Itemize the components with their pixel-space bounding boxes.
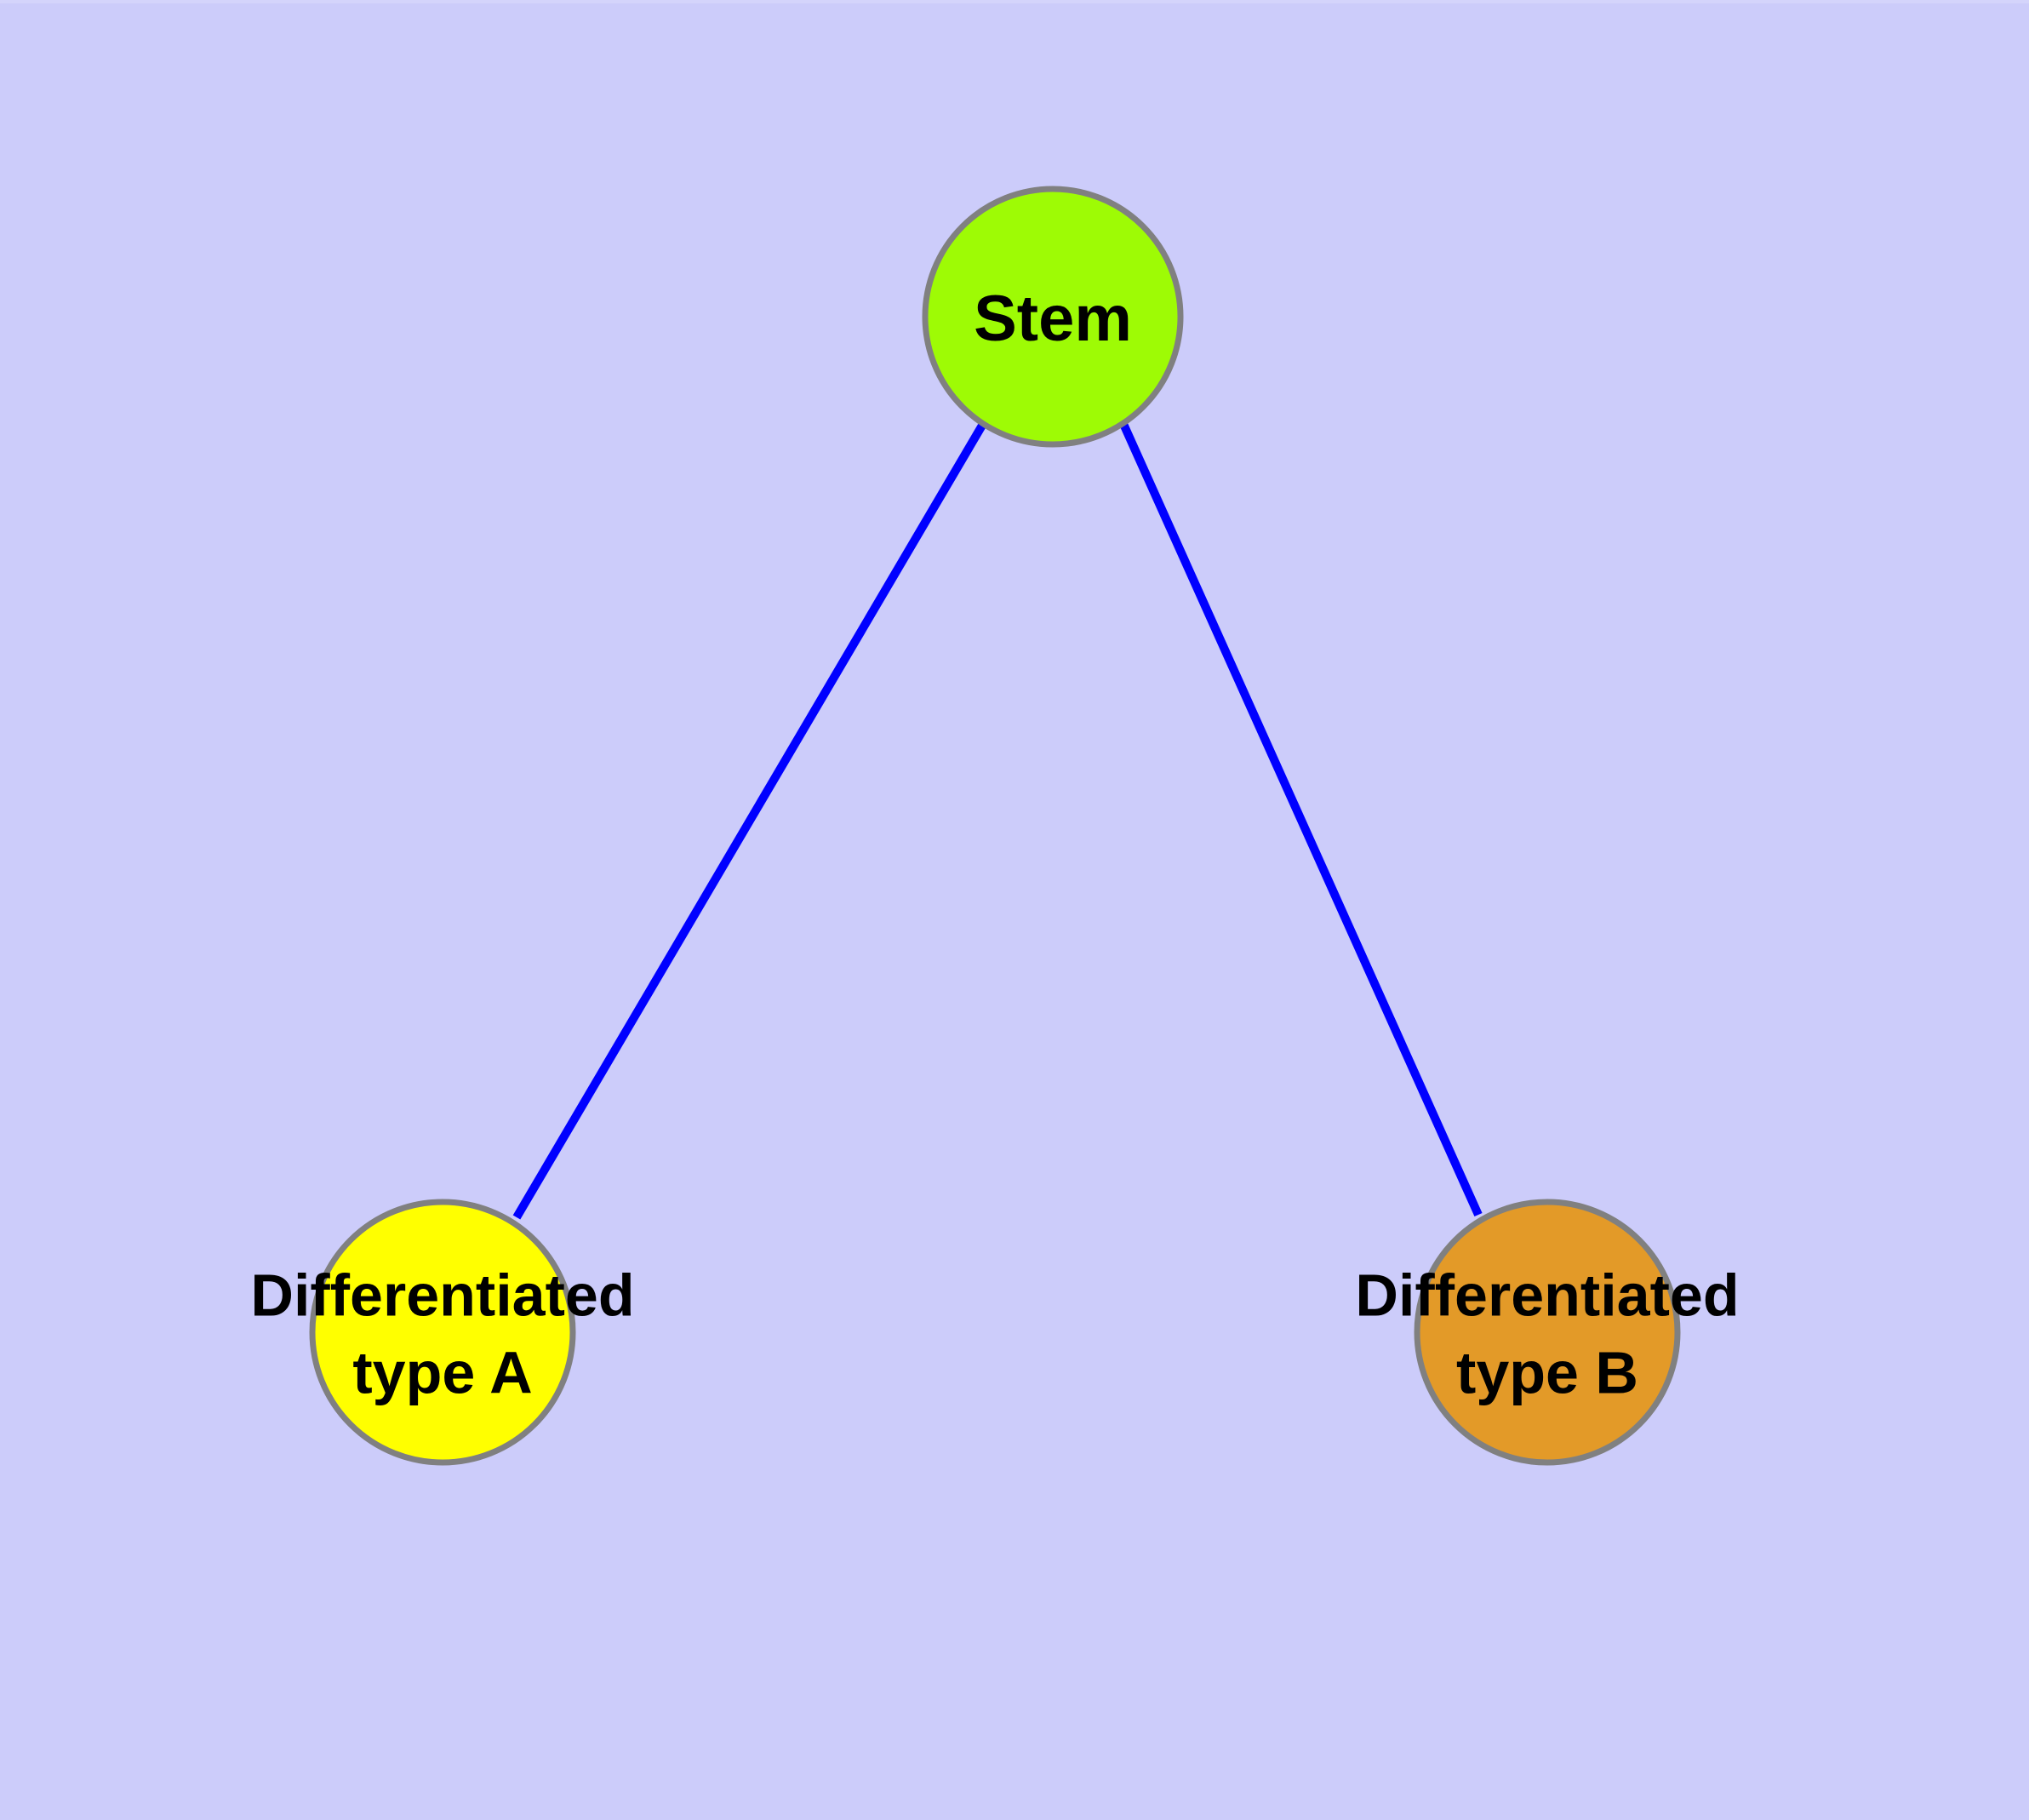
node-stem-label: Stem xyxy=(974,283,1132,355)
node-layer: Stem Differentiated type A Differentiate… xyxy=(250,186,1740,1466)
node-differentiated-type-a-label-line1: Differentiated xyxy=(250,1262,634,1328)
node-differentiated-type-b[interactable]: Differentiated type B xyxy=(1355,1199,1740,1466)
node-differentiated-type-a-circle[interactable] xyxy=(309,1199,576,1466)
node-differentiated-type-b-label-line2: type B xyxy=(1456,1339,1638,1405)
node-stem[interactable]: Stem xyxy=(922,186,1184,448)
edge-stem-to-differentiated-type-a xyxy=(512,421,987,1220)
node-differentiated-type-b-label-line1: Differentiated xyxy=(1355,1262,1739,1328)
node-differentiated-type-a[interactable]: Differentiated type A xyxy=(250,1199,635,1466)
edge-layer xyxy=(512,421,1483,1220)
node-differentiated-type-b-circle[interactable] xyxy=(1414,1199,1681,1466)
node-differentiated-type-a-label-line2: type A xyxy=(352,1339,532,1405)
edge-stem-to-differentiated-type-b xyxy=(1119,421,1483,1217)
node-stem-circle[interactable] xyxy=(922,186,1184,448)
